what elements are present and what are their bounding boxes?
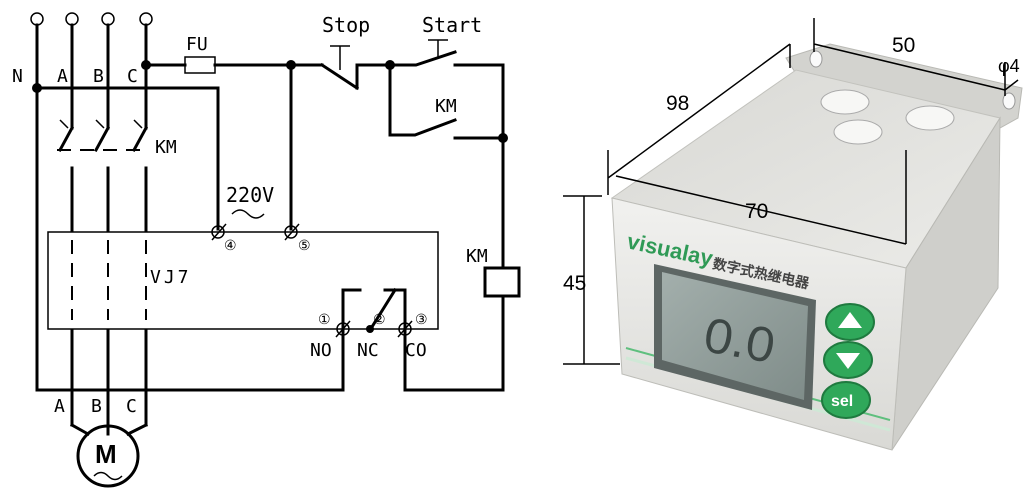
sel-label: sel: [831, 393, 853, 410]
mounting-hole-right: [1002, 92, 1016, 110]
dim-hole: φ4: [998, 56, 1020, 76]
motor-phase-a: A: [54, 396, 65, 417]
up-button[interactable]: [825, 303, 875, 341]
supply-terminal-c: [139, 12, 153, 26]
lcd-screen: [662, 272, 808, 400]
wiring-diagram: N A B C FU Stop Start KM KM KM 220V VJ7 …: [12, 12, 521, 488]
down-button[interactable]: [823, 341, 873, 379]
up-arrow-icon: [838, 312, 862, 328]
phase-label-a: A: [57, 66, 68, 87]
neutral-label: N: [12, 66, 23, 87]
contact-nc-label: NC: [357, 340, 379, 361]
contact-no-label: NO: [310, 340, 332, 361]
top-hole-1: [820, 89, 870, 115]
motor-phase-b: B: [91, 396, 102, 417]
dim-depth: 70: [745, 200, 768, 223]
km-coil-label: KM: [466, 246, 488, 267]
motor-label: M: [95, 439, 117, 469]
dim-length: 98: [666, 92, 689, 115]
voltage-label: 220V: [226, 183, 274, 207]
sel-button[interactable]: sel: [821, 381, 871, 419]
down-arrow-icon: [836, 353, 860, 369]
dim-width: 50: [892, 34, 915, 57]
supply-terminal-a: [65, 12, 79, 26]
km-main-label: KM: [155, 137, 177, 158]
top-hole-3: [905, 105, 955, 131]
phase-label-b: B: [93, 66, 104, 87]
lcd-readout: 0.0: [704, 305, 773, 374]
terminal-3-label: ③: [415, 311, 428, 327]
terminal-4-label: ④: [224, 237, 237, 253]
km-aux-label: KM: [435, 96, 457, 117]
dim-height: 45: [563, 272, 586, 295]
fuse-label: FU: [186, 34, 208, 55]
phase-label-c: C: [127, 66, 138, 87]
supply-terminal-b: [101, 12, 115, 26]
device-illustration: 0.0 visualay 数字式热继电器 sel 50 φ4 98 70 45: [563, 18, 1023, 451]
motor-symbol: [76, 424, 140, 488]
vj7-box: [47, 231, 439, 330]
relay-model-label: VJ7: [150, 267, 192, 288]
start-label: Start: [422, 13, 482, 37]
terminal-5-label: ⑤: [298, 237, 311, 253]
motor-phase-c: C: [126, 396, 137, 417]
terminal-1-label: ①: [318, 311, 331, 327]
supply-terminal-n: [30, 12, 44, 26]
fuse-symbol: [184, 56, 216, 74]
terminal-2-label: ②: [373, 311, 386, 327]
stop-label: Stop: [322, 13, 370, 37]
mounting-hole-left: [809, 50, 823, 68]
top-hole-2: [833, 119, 883, 145]
contact-co-label: CO: [405, 340, 427, 361]
km-coil: [483, 266, 521, 298]
